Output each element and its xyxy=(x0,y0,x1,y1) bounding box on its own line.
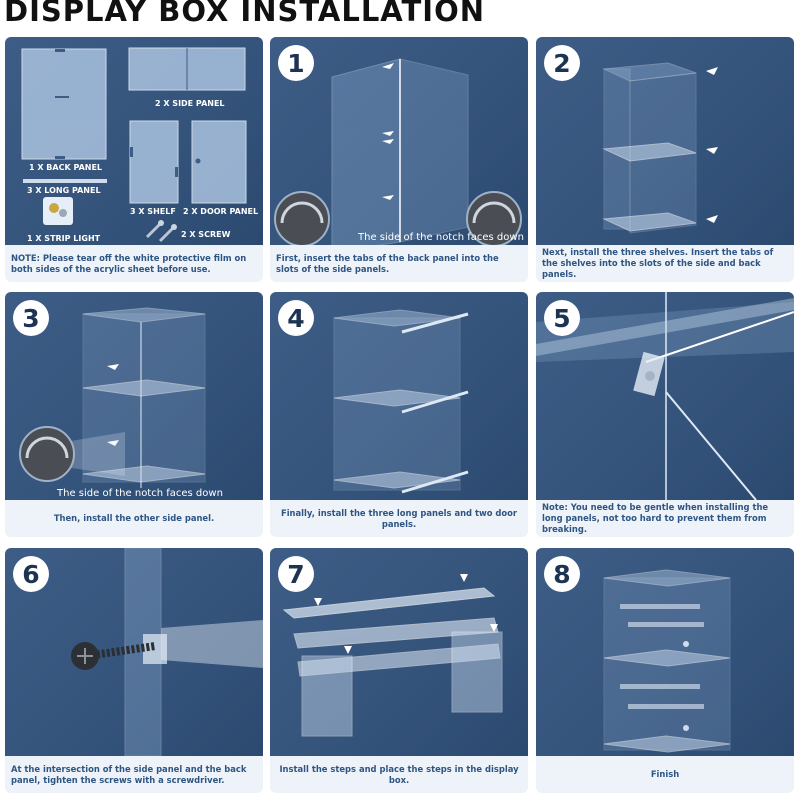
step-number-badge: 5 xyxy=(544,300,580,336)
step-3-illustration xyxy=(19,307,206,488)
step-number-badge: 1 xyxy=(278,45,314,81)
screw-icon xyxy=(145,220,177,243)
step-4-illustration xyxy=(333,309,469,494)
step-panel: The side of the notch faces down xyxy=(5,292,263,500)
step-5-illustration xyxy=(536,292,794,500)
step-caption: Note: You need to be gentle when install… xyxy=(542,502,769,534)
step-panel xyxy=(536,37,794,245)
card-step-7: 7 Install the steps and place the steps … xyxy=(270,548,528,793)
step-panel: The side of the notch faces down xyxy=(270,37,528,245)
step-6-illustration xyxy=(71,548,263,756)
card-step-4: 4 Finally, install the three long panels… xyxy=(270,292,528,537)
step-panel xyxy=(5,548,263,756)
step-panel xyxy=(536,548,794,756)
step-8-illustration xyxy=(603,569,731,753)
card-step-5: 5 Note: You need to be gentle when insta… xyxy=(536,292,794,537)
part-label-long-panel: 3 X LONG PANEL xyxy=(27,186,101,195)
parts-panel: 1 X BACK PANEL 2 X SIDE PANEL 3 X LONG P… xyxy=(5,37,263,245)
notch-note: The side of the notch faces down xyxy=(57,488,223,499)
step-number-badge: 3 xyxy=(13,300,49,336)
part-label-back-panel: 1 X BACK PANEL xyxy=(29,163,103,172)
page-title: DISPLAY BOX INSTALLATION xyxy=(4,0,485,28)
card-step-1: The side of the notch faces down 1 First… xyxy=(270,37,528,282)
card-step-6: 6 At the intersection of the side panel … xyxy=(5,548,263,793)
step-7-illustration xyxy=(282,574,503,737)
part-label-screw: 2 X SCREW xyxy=(181,230,231,239)
step-panel xyxy=(270,548,528,756)
step-number-badge: 6 xyxy=(13,556,49,592)
screw-icon xyxy=(71,642,156,670)
card-parts: 1 X BACK PANEL 2 X SIDE PANEL 3 X LONG P… xyxy=(5,37,263,282)
step-caption: At the intersection of the side panel an… xyxy=(11,763,247,785)
part-label-side-panel: 2 X SIDE PANEL xyxy=(155,99,225,108)
card-step-8: 8 Finish xyxy=(536,548,794,793)
step-caption: Next, install the three shelves. Insert … xyxy=(542,247,774,279)
part-label-door-panel: 2 X DOOR PANEL xyxy=(183,207,259,216)
step-1-illustration xyxy=(274,58,522,245)
card-step-2: 2 Next, install the three shelves. Inser… xyxy=(536,37,794,282)
step-caption: Then, install the other side panel. xyxy=(53,513,215,523)
step-caption: NOTE: Please tear off the white protecti… xyxy=(11,252,247,274)
parts-illustration xyxy=(21,47,247,243)
part-label-shelf: 3 X SHELF xyxy=(130,207,176,216)
step-panel xyxy=(536,292,794,500)
notch-note: The side of the notch faces down xyxy=(358,232,524,243)
step-number-badge: 7 xyxy=(278,556,314,592)
step-2-illustration xyxy=(602,62,718,234)
step-number-badge: 8 xyxy=(544,556,580,592)
step-number-badge: 2 xyxy=(544,45,580,81)
step-panel xyxy=(270,292,528,500)
step-caption: First, insert the tabs of the back panel… xyxy=(276,252,499,274)
step-caption: Finish xyxy=(650,769,680,779)
step-caption: Install the steps and place the steps in… xyxy=(279,763,519,785)
step-caption: Finally, install the three long panels a… xyxy=(280,507,518,529)
card-step-3: The side of the notch faces down 3 Then,… xyxy=(5,292,263,537)
step-number-badge: 4 xyxy=(278,300,314,336)
part-label-strip-light: 1 X STRIP LIGHT xyxy=(27,234,101,243)
